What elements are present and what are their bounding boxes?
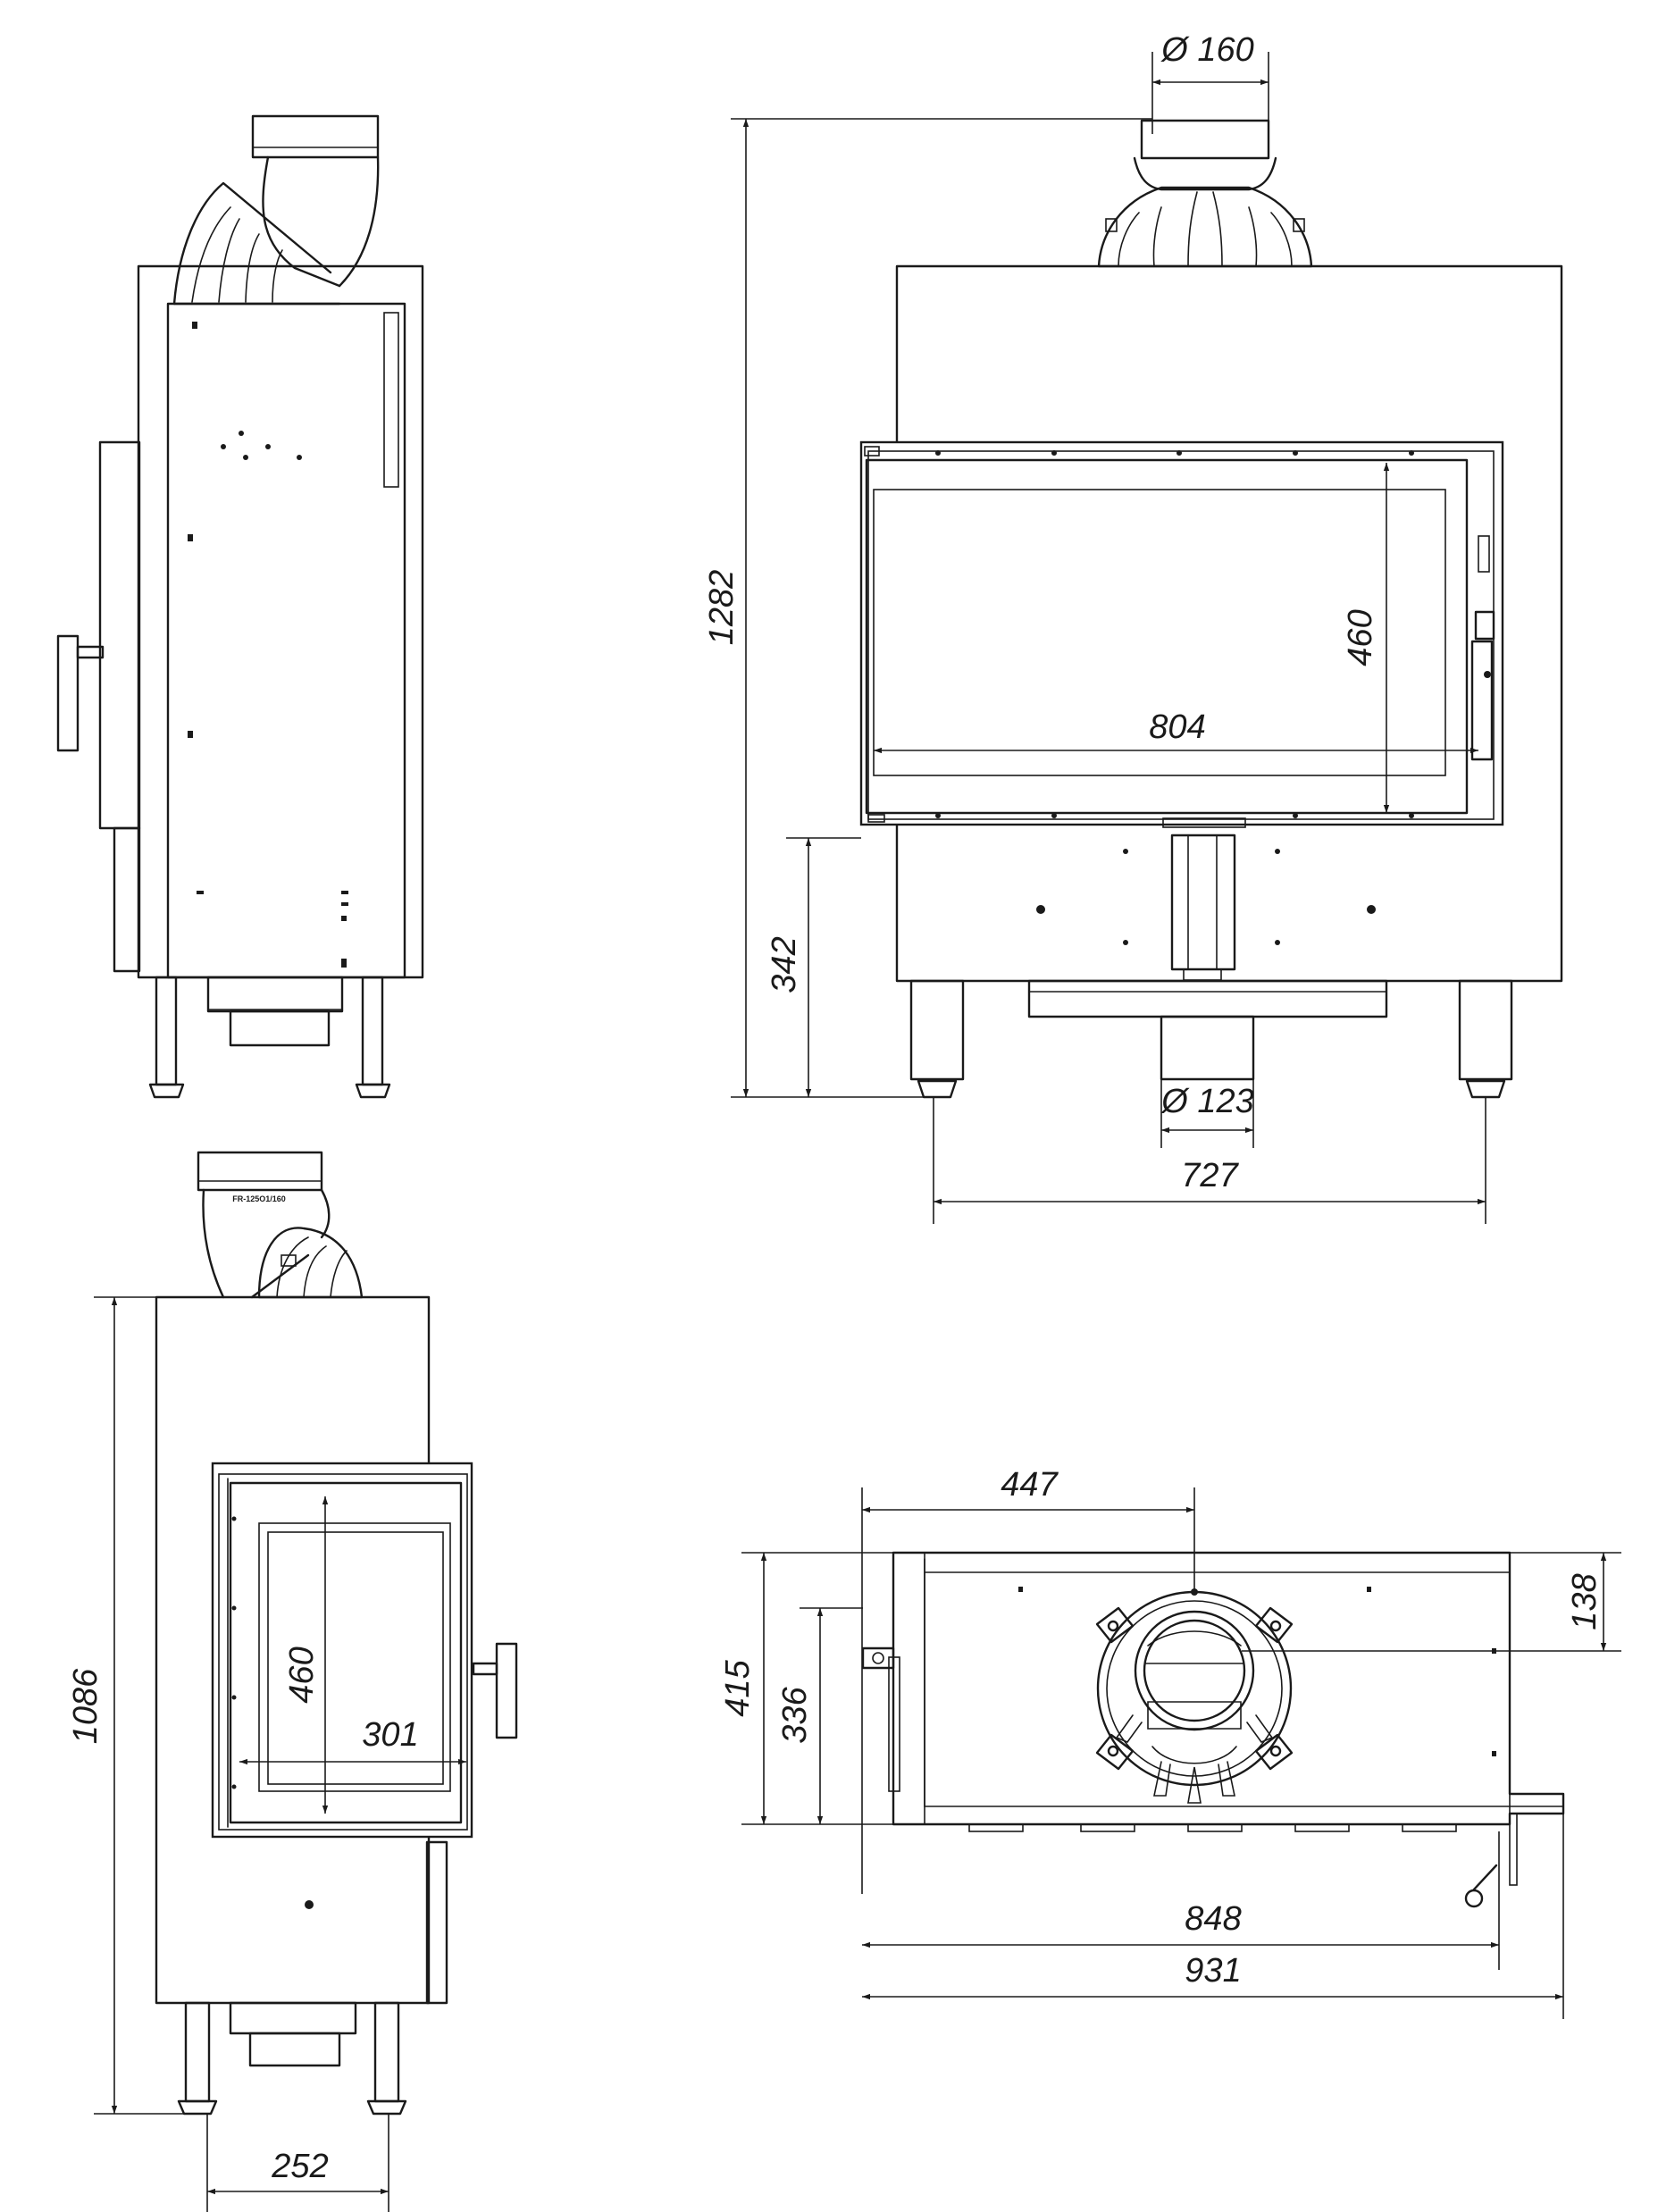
dim-air-inlet: Ø 123: [1160, 1083, 1254, 1120]
dim-top-flue-depth: 138: [1566, 1573, 1604, 1630]
side-cladding: [137, 264, 424, 979]
dim-top-total-width: 931: [1185, 1952, 1241, 1990]
leg-left: [155, 976, 178, 1086]
air-damper: [1170, 834, 1236, 971]
top-dimensions: [741, 1487, 1621, 2019]
dim-side-glass-width: 301: [362, 1716, 418, 1754]
door-handle: [56, 634, 80, 752]
top-flue-collar: [1134, 1610, 1255, 1731]
side2-dimensions: [94, 1296, 389, 2212]
front-dimensions: [731, 52, 1486, 1224]
side2-door-handle: [495, 1642, 518, 1739]
dim-front-glass-height: 460: [1342, 609, 1379, 666]
air-inlet: [1160, 1015, 1255, 1081]
front-flue-collar: [1140, 119, 1270, 160]
front-dimension-labels: Ø 160 1282 460 804 342 Ø 123 727: [703, 31, 1379, 1194]
side-view-lower: FR-125O1/160: [155, 1151, 518, 2116]
leg-right: [361, 976, 384, 1086]
flue-dome: [172, 181, 332, 306]
dim-flue-diameter: Ø 160: [1160, 31, 1254, 69]
front-leg-right: [1458, 979, 1513, 1081]
flue-collar: [251, 114, 380, 159]
dim-front-height: 1282: [703, 570, 741, 646]
side2-dimension-labels: 1086 460 301 252: [67, 1646, 419, 2185]
side2-flue-collar: [197, 1151, 323, 1192]
dim-front-base-height: 342: [766, 936, 803, 993]
dim-side-leg-spacing: 252: [271, 2148, 328, 2185]
dim-front-glass-width: 804: [1149, 708, 1205, 746]
front-view: [859, 119, 1563, 1099]
dim-top-depth: 415: [719, 1659, 757, 1716]
front-door-handle: [1470, 640, 1494, 761]
dim-top-body-width: 848: [1185, 1900, 1241, 1938]
dim-top-flue-offset: 447: [1001, 1466, 1059, 1504]
side-body: [166, 302, 406, 979]
front-flue-dome: [1097, 186, 1313, 268]
dim-front-leg-spacing: 727: [1181, 1157, 1239, 1194]
dim-side-glass-height: 460: [283, 1646, 321, 1703]
front-door: [859, 440, 1504, 826]
dim-side-height: 1086: [67, 1668, 105, 1744]
side2-door: [211, 1462, 473, 1839]
front-leg-left: [909, 979, 965, 1081]
door-profile: [98, 440, 141, 830]
top-view: [861, 1551, 1565, 1908]
side-view-upper: [56, 114, 424, 1099]
side2-dome: [257, 1227, 364, 1299]
flue-elbow: [262, 155, 341, 288]
dim-top-inner-depth: 336: [776, 1686, 814, 1743]
collar-marking: FR-125O1/160: [232, 1194, 286, 1203]
top-dimension-labels: 447 138 415 336 848 931: [719, 1466, 1604, 1990]
